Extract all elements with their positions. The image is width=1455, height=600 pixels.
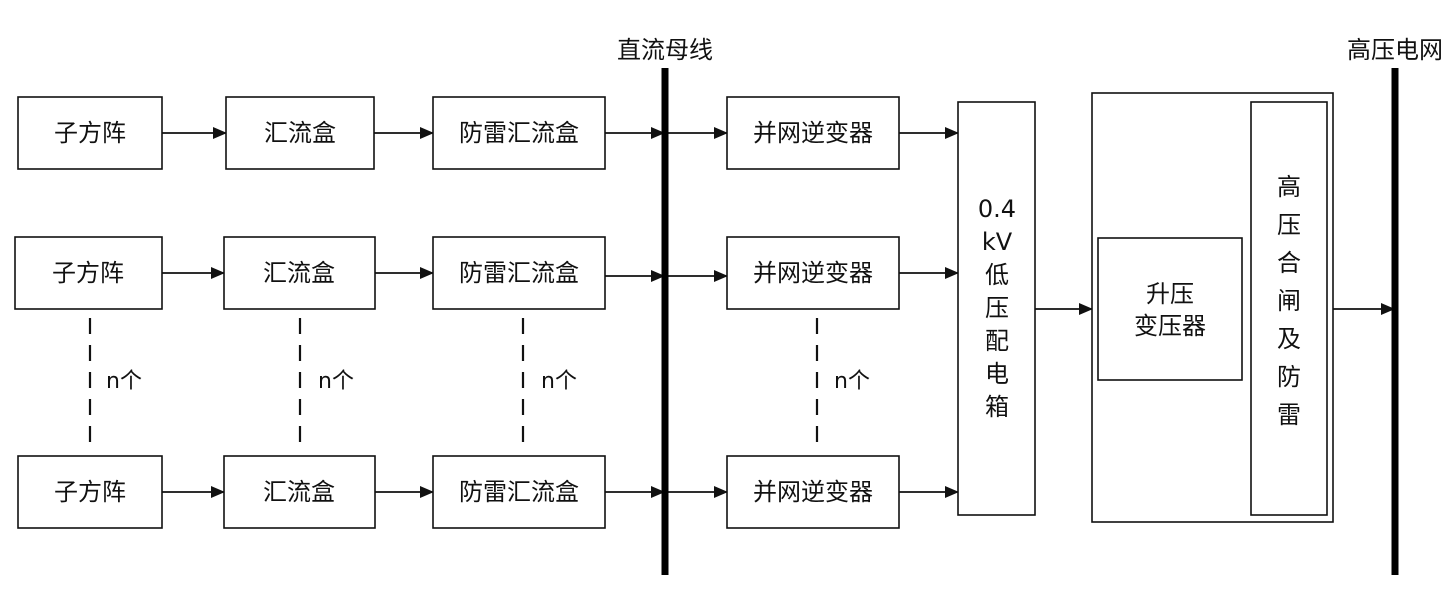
- lightning-combiner-label: 防雷汇流盒: [459, 119, 579, 147]
- repeat-label: n个: [541, 369, 577, 394]
- hv-switch-lightning: 高 压 合 闸 及 防 雷: [1250, 101, 1328, 516]
- lv-box-frame: [957, 101, 1036, 516]
- hv-switch-text: 雷: [1277, 401, 1301, 429]
- inverter-box: [726, 96, 900, 170]
- subarray-label: 子方阵: [54, 478, 126, 506]
- lightning-combiner-box: [432, 455, 606, 529]
- repeat-label: n个: [106, 369, 142, 394]
- combiner-label: 汇流盒: [263, 259, 335, 287]
- lightning-combiner-box: [432, 96, 606, 170]
- transformer-label: 变压器: [1134, 312, 1206, 340]
- lv-box-text: 电: [985, 360, 1009, 388]
- subarray-box: [17, 96, 163, 170]
- hv-switch-text: 压: [1277, 211, 1301, 239]
- row-2: 子方阵 汇流盒 防雷汇流盒 并网逆变器: [14, 236, 959, 310]
- lv-box-text: 0.4: [978, 195, 1016, 223]
- subarray-label: 子方阵: [52, 259, 124, 287]
- repeat-label: n个: [834, 369, 870, 394]
- inverter-box: [726, 236, 900, 310]
- row-3: 子方阵 汇流盒 防雷汇流盒 并网逆变器: [17, 455, 959, 529]
- combiner-box: [223, 455, 376, 529]
- repeat-indicators: n个 n个 n个 n个: [88, 318, 870, 445]
- hv-grid-label: 高压电网: [1347, 36, 1443, 64]
- lightning-combiner-label: 防雷汇流盒: [459, 259, 579, 287]
- step-up-transformer: 升压 变压器: [1097, 237, 1243, 381]
- hv-switch-text: 及: [1277, 325, 1301, 353]
- inverter-label: 并网逆变器: [753, 119, 873, 147]
- lv-box-text: 配: [985, 327, 1009, 355]
- lv-box-text: 箱: [985, 393, 1009, 421]
- hv-switch-text: 防: [1277, 363, 1301, 391]
- transformer-box: [1097, 237, 1243, 381]
- lv-distribution-box: 0.4 kV 低 压 配 电 箱: [957, 101, 1036, 516]
- lv-box-text: kV: [982, 228, 1013, 256]
- dc-bus-label: 直流母线: [617, 36, 713, 64]
- lightning-combiner-label: 防雷汇流盒: [459, 478, 579, 506]
- subarray-box: [17, 455, 163, 529]
- hv-switch-text: 高: [1277, 173, 1301, 201]
- lv-box-text: 压: [985, 294, 1009, 322]
- combiner-label: 汇流盒: [264, 119, 336, 147]
- combiner-box: [223, 236, 376, 310]
- combiner-label: 汇流盒: [263, 478, 335, 506]
- inverter-label: 并网逆变器: [753, 478, 873, 506]
- hv-switch-text: 合: [1277, 249, 1301, 277]
- lightning-combiner-box: [432, 236, 606, 310]
- subarray-box: [14, 236, 163, 310]
- inverter-box: [726, 455, 900, 529]
- combiner-box: [225, 96, 375, 170]
- hv-switch-text: 闸: [1277, 287, 1301, 315]
- inverter-label: 并网逆变器: [753, 259, 873, 287]
- hv-switch-box: [1250, 101, 1328, 516]
- lv-box-text: 低: [985, 261, 1009, 289]
- repeat-label: n个: [318, 369, 354, 394]
- subarray-label: 子方阵: [54, 119, 126, 147]
- row-1: 子方阵 汇流盒 防雷汇流盒 并网逆变器: [17, 96, 959, 170]
- transformer-label: 升压: [1146, 280, 1194, 308]
